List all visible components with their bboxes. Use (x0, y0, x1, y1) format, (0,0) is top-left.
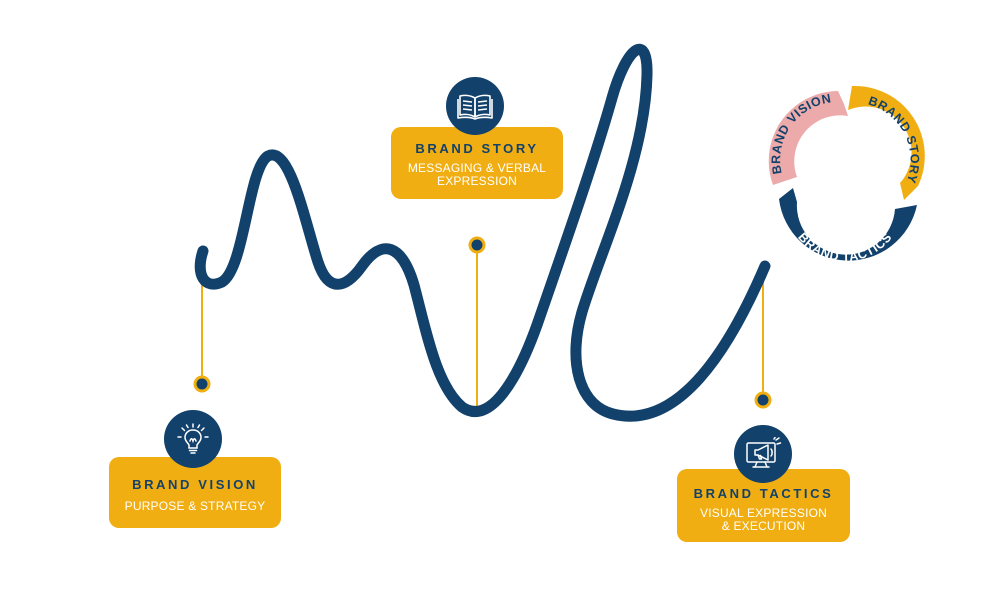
brand-tactics-subtitle-line2: & EXECUTION (721, 519, 806, 533)
brand-story-card: BRAND STORY MESSAGING & VERBAL EXPRESSIO… (391, 127, 563, 199)
brand-story-title: BRAND STORY (415, 141, 539, 156)
cycle-segment-story (848, 85, 925, 200)
connector-dot-story (468, 236, 486, 254)
brand-story-subtitle-line1: MESSAGING & VERBAL (407, 161, 547, 175)
brand-tactics-title: BRAND TACTICS (693, 486, 834, 501)
brand-cycle-ring: BRAND VISION BRAND STORY BRAND TACTICS (768, 85, 925, 264)
lightbulb-icon (177, 423, 209, 454)
journey-wave-line (194, 43, 771, 422)
brand-tactics-icon-badge (734, 425, 792, 483)
cycle-segment-tactics (779, 188, 917, 261)
brand-vision-icon-badge (164, 410, 222, 468)
brand-vision-title: BRAND VISION (132, 477, 258, 492)
cycle-label-story: BRAND STORY (867, 94, 922, 186)
megaphone-monitor-icon (746, 437, 782, 468)
brand-story-subtitle-line2: EXPRESSION (436, 174, 518, 188)
brand-tactics-subtitle-line1: VISUAL EXPRESSION (700, 506, 827, 520)
brand-story-icon-badge (446, 77, 504, 135)
connector-dot-tactics (754, 391, 772, 409)
connector-dot-vision (193, 375, 211, 393)
brand-vision-card: BRAND VISION PURPOSE & STRATEGY (109, 457, 281, 528)
cycle-label-tactics: BRAND TACTICS (795, 230, 895, 264)
cycle-segment-vision (768, 91, 848, 185)
open-book-icon (457, 94, 493, 120)
brand-vision-subtitle: PURPOSE & STRATEGY (124, 499, 266, 513)
